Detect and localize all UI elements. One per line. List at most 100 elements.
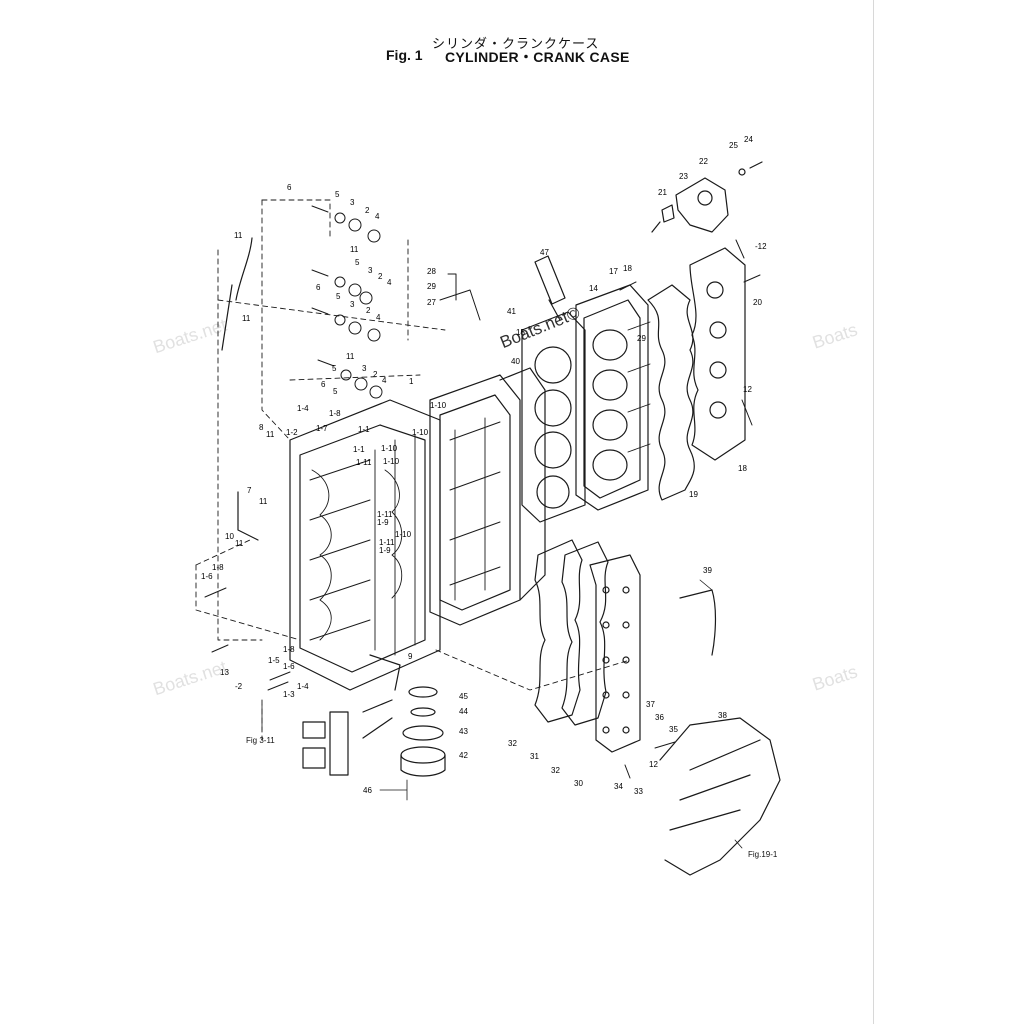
callout-11b: 11 xyxy=(350,245,359,254)
callout-8: 8 xyxy=(259,423,264,432)
callout-38: 38 xyxy=(718,711,727,720)
callout-1-8c: 1-8 xyxy=(283,645,295,654)
callout-6b: 6 xyxy=(316,283,321,292)
callout-12a: 12 xyxy=(743,385,752,394)
callout-1-9a: 1-9 xyxy=(377,518,389,527)
callout-12b: 12 xyxy=(649,760,658,769)
fasteners-right xyxy=(439,239,761,779)
thermostat-assembly xyxy=(651,161,763,233)
assembly-guide-lines xyxy=(195,199,631,741)
callout-5e: 5 xyxy=(333,387,338,396)
callout-11f: 11 xyxy=(259,497,268,506)
seal-tool-sketch xyxy=(302,699,393,776)
callout-29: 29 xyxy=(427,282,436,291)
callout-1-10b: 1-10 xyxy=(412,428,429,437)
callout-1-11b: 1-11 xyxy=(377,510,393,519)
callout-26: 29 xyxy=(637,334,646,343)
callout-4a: 4 xyxy=(375,212,380,221)
callout-32b: 32 xyxy=(551,766,560,775)
callout-11a: 11 xyxy=(234,231,243,240)
callout-1-6b: 1-6 xyxy=(283,662,295,671)
callout-2a: 2 xyxy=(365,206,370,215)
callout-32a: 32 xyxy=(508,739,517,748)
callout-15: 15 xyxy=(516,328,525,337)
callout-3c: 3 xyxy=(350,300,355,309)
callout-10: 10 xyxy=(225,532,234,541)
callout-40: 40 xyxy=(511,357,520,366)
callout-1-4b: 1-4 xyxy=(297,682,309,691)
reference-fig3-11: Fig 3-11 xyxy=(246,736,275,745)
lower-cowling xyxy=(659,717,781,876)
callout-1-7: 1-7 xyxy=(316,424,328,433)
reference-fig19-1: Fig.19-1 xyxy=(748,850,778,859)
cylinder-head xyxy=(575,284,651,511)
callout-46: 46 xyxy=(363,786,372,795)
callout-41: 41 xyxy=(507,307,516,316)
callout-6c: 6 xyxy=(321,380,326,389)
japanese-title: シリンダ・クランクケース xyxy=(432,37,600,52)
callout-47: 47 xyxy=(540,248,549,257)
callout-11g: 11 xyxy=(235,539,244,548)
callout-4d: 4 xyxy=(382,376,387,385)
callout-11e: 11 xyxy=(266,430,275,439)
callout-18b: 18 xyxy=(738,464,747,473)
callout-21: 21 xyxy=(658,188,667,197)
callout-1-11c: 1-11 xyxy=(379,538,395,547)
callout-27: 27 xyxy=(427,298,436,307)
callout-2b: 2 xyxy=(378,272,383,281)
tubing-set xyxy=(221,237,401,691)
callout-5b: 5 xyxy=(355,258,360,267)
callout-13: 13 xyxy=(220,668,229,677)
callout-42: 42 xyxy=(459,751,468,760)
callout-3a: 3 xyxy=(350,198,355,207)
page-edge-divider xyxy=(873,0,874,1024)
callout-24: 24 xyxy=(744,135,753,144)
figure-title: CYLINDER・CRANK CASE xyxy=(445,49,630,65)
callout-1-11a: 1-11 xyxy=(356,458,372,467)
bolt-column xyxy=(204,205,383,691)
callout-3d: 3 xyxy=(362,364,367,373)
callout-9: 9 xyxy=(408,652,413,661)
head-cover-gasket xyxy=(647,284,695,501)
callout-1-4: 1-4 xyxy=(297,404,309,413)
callout-3b: 3 xyxy=(368,266,373,275)
callout-1-9b: 1-9 xyxy=(379,546,391,555)
callout-1-5: 1-5 xyxy=(268,656,280,665)
callout-2c: 2 xyxy=(366,306,371,315)
callout-1-3: 1-3 xyxy=(283,690,295,699)
callout-4c: 4 xyxy=(376,313,381,322)
manifold-gasket-set xyxy=(534,539,641,753)
callout-1-2: 1-2 xyxy=(286,428,298,437)
callout-4b: 4 xyxy=(387,278,392,287)
callout-19: 19 xyxy=(689,490,698,499)
callout-37: 37 xyxy=(646,700,655,709)
callout-5d: 5 xyxy=(332,364,337,373)
callout-30: 30 xyxy=(574,779,583,788)
callout-1-1b: 1-1 xyxy=(353,445,365,454)
callout-14: 14 xyxy=(589,284,598,293)
callout-11d: 11 xyxy=(346,352,355,361)
callout-45: 45 xyxy=(459,692,468,701)
callout-39: 39 xyxy=(703,566,712,575)
callout-5c: 5 xyxy=(336,292,341,301)
callout-6a: 6 xyxy=(287,183,292,192)
callout-33: 33 xyxy=(634,787,643,796)
callout-35: 35 xyxy=(669,725,678,734)
callout-34: 34 xyxy=(614,782,623,791)
callout-1-6a: 1-6 xyxy=(201,572,213,581)
figure-label: Fig. 1 xyxy=(386,47,423,63)
callout-1-10d: 1-10 xyxy=(383,457,400,466)
tube-39 xyxy=(679,589,717,656)
callout-1-10a: 1-10 xyxy=(430,401,447,410)
callout-18a: 18 xyxy=(623,264,632,273)
callout-1-1a: 1-1 xyxy=(358,425,370,434)
callout-20: 20 xyxy=(753,298,762,307)
callout-1-8a: 1-8 xyxy=(329,409,341,418)
callout-36: 36 xyxy=(655,713,664,722)
callout-1-8b: 1-8 xyxy=(212,563,224,572)
head-gasket xyxy=(521,311,586,523)
callout-23: 23 xyxy=(679,172,688,181)
callout-5a: 5 xyxy=(335,190,340,199)
